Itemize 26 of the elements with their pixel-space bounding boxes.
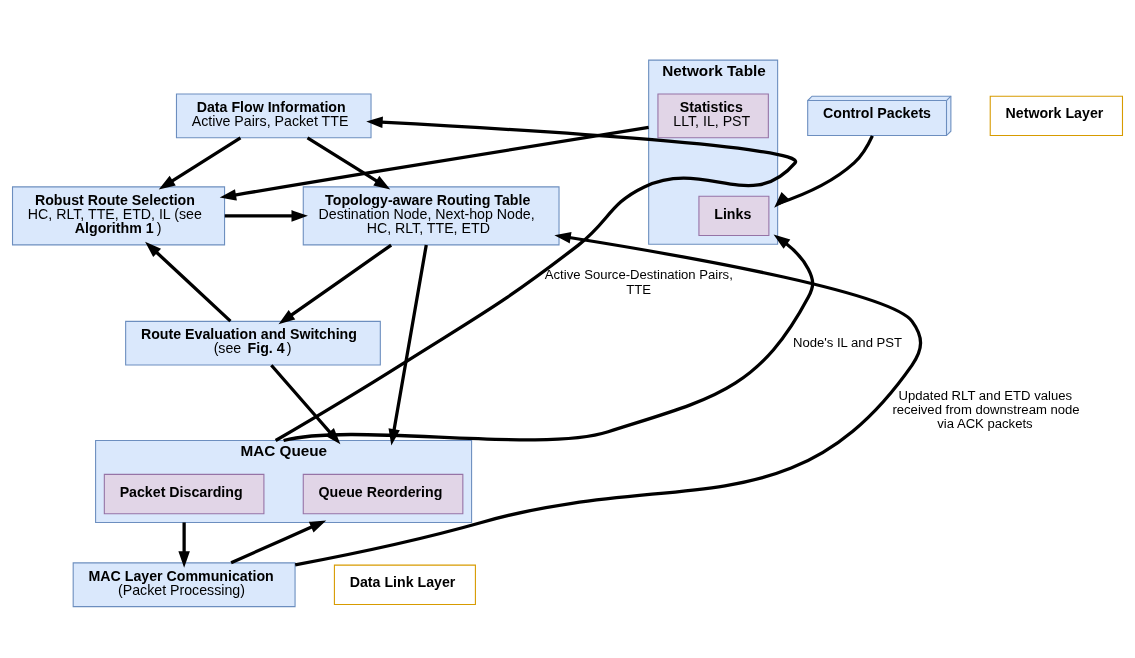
arrow [774,135,874,208]
edge-label: Node's IL and PST [792,334,903,350]
arrow [306,136,391,190]
arrow [230,520,327,565]
edge-label: Active Source-Destination Pairs, TTE [544,267,733,297]
arrow [219,125,649,201]
node-box: Network Layer [989,95,1124,137]
edge-label: Updated RLT and ETD values received from downstream node via ACK packets [892,387,1080,432]
arrow [178,522,190,568]
node-box: Robust Route Selection HC, RLT, TTE, ETD, IL (see Algorithm 1) [11,186,226,246]
node-box: MAC Layer Communication (Packet Processing) [72,562,296,608]
node-box: Packet Discarding [103,473,265,515]
node-box: Data Flow Information Active Pairs, Packet TTE [175,93,372,139]
arrow [294,232,922,567]
node-box: Route Evaluation and Switching (see Fig. 4) [125,320,381,366]
node-box: Queue Reordering [302,473,464,515]
arrow [388,244,428,446]
node-box: Statistics LLT, IL, PST [657,93,769,139]
arrow [224,210,308,222]
arrow [278,243,393,325]
arrow [158,136,242,190]
arrow [274,116,797,442]
node-box: Data Link Layer [333,564,476,605]
node-box: Topology-aware Routing Table Destination Node, Next-hop Node, HC, RLT, TTE, ETD [302,186,560,246]
arrow [145,241,232,323]
node-box: Links [698,195,770,237]
